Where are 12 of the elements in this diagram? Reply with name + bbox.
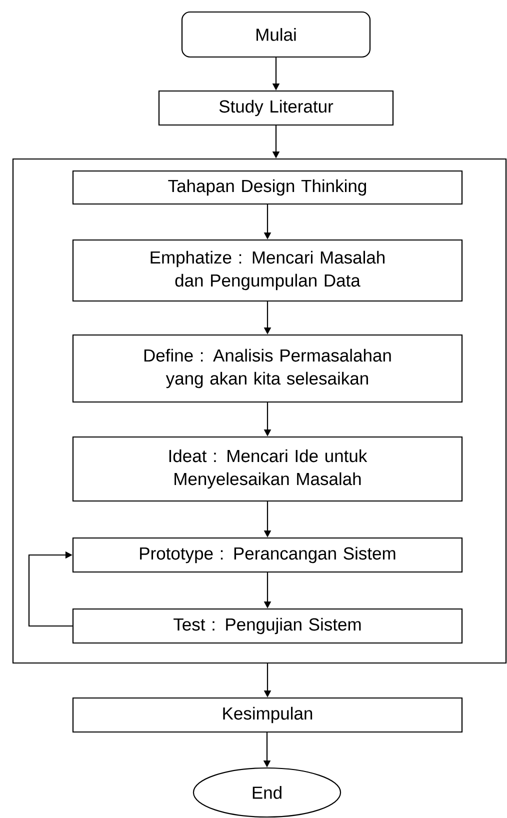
process-box: Define : Analisis Permasalahan yang akan kita selesaikan [72,334,463,403]
process-box: Prototype : Perancangan Sistem [72,537,463,573]
process-box: Ideat : Mencari Ide untuk Menyelesaikan Masalah [72,436,463,502]
process-box: Emphatize : Mencari Masalah dan Pengumpulan Data [72,239,463,302]
start-terminal: Mulai [181,11,371,58]
process-box: Test : Pengujian Sistem [72,608,463,644]
process-box: Study Literatur [158,90,394,126]
arrow [28,551,72,627]
process-box: Kesimpulan [72,697,463,733]
process-box: Tahapan Design Thinking [72,170,463,205]
group-frame [12,158,507,664]
end-terminal: End [192,767,342,818]
